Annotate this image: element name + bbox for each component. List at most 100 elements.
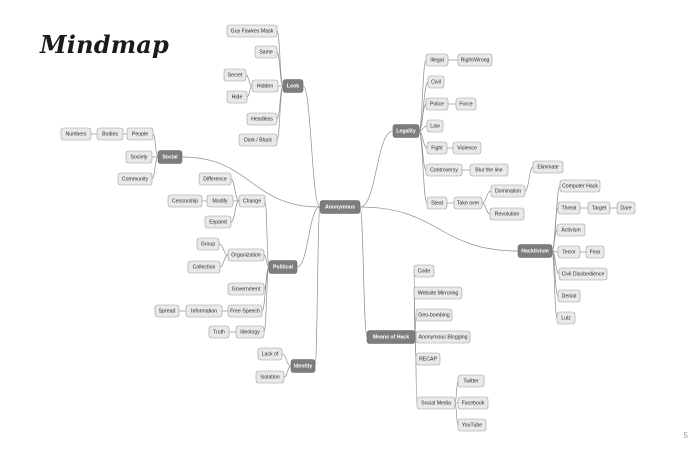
- node-fear[interactable]: Fear: [585, 245, 605, 259]
- node-code[interactable]: Code: [413, 264, 435, 278]
- node-bodies[interactable]: Bodies: [96, 127, 124, 141]
- node-law[interactable]: Law: [426, 119, 444, 133]
- node-box: [257, 347, 283, 361]
- node-label: Threat: [562, 205, 578, 211]
- node-identity[interactable]: Identity: [290, 359, 316, 373]
- node-controversy[interactable]: Controversy: [425, 163, 463, 177]
- node-police[interactable]: Police: [425, 97, 449, 111]
- node-community[interactable]: Community: [117, 172, 153, 186]
- node-blurline[interactable]: Blur the line: [469, 163, 509, 177]
- node-isolation[interactable]: Isolation: [255, 370, 285, 384]
- node-group[interactable]: Group: [196, 237, 220, 251]
- node-box: [556, 223, 586, 237]
- node-difference[interactable]: Difference: [198, 172, 232, 186]
- node-numbers[interactable]: Numbers: [60, 127, 92, 141]
- node-political[interactable]: Political: [268, 260, 298, 274]
- node-truth[interactable]: Truth: [208, 325, 230, 339]
- node-fight[interactable]: Fight: [426, 141, 448, 155]
- node-social[interactable]: Social: [157, 150, 183, 164]
- node-censorship[interactable]: Censorship: [167, 194, 203, 208]
- node-information[interactable]: Information: [185, 304, 223, 318]
- edge-means-socialmedia: [414, 336, 418, 404]
- node-domination[interactable]: Domination: [490, 184, 526, 198]
- node-eliminate[interactable]: Eliminate: [532, 160, 564, 174]
- node-illegal[interactable]: Illegal: [425, 53, 449, 67]
- node-label: Target: [592, 205, 607, 211]
- node-rightwrong[interactable]: Right/Wrong: [457, 53, 493, 67]
- node-civil[interactable]: Civil: [427, 75, 445, 89]
- node-label: Censorship: [172, 198, 198, 204]
- node-label: Legality: [396, 128, 416, 134]
- node-box: [457, 374, 485, 388]
- node-violence[interactable]: Violence: [452, 141, 482, 155]
- node-steal[interactable]: Steal: [426, 196, 448, 210]
- edge-look-guy: [276, 30, 284, 87]
- node-box: [426, 119, 444, 133]
- edge-means-mirroring: [413, 292, 416, 338]
- edge-political-freespeech: [261, 266, 270, 312]
- node-label: Steal: [431, 200, 443, 206]
- node-label: Organization: [231, 252, 261, 258]
- node-society[interactable]: Society: [125, 150, 153, 164]
- node-box: [416, 396, 456, 410]
- node-label: Isolation: [260, 374, 279, 380]
- node-collection[interactable]: Collection: [187, 260, 221, 274]
- node-denial[interactable]: Denial: [557, 289, 581, 303]
- node-box: [453, 196, 483, 210]
- node-lackof[interactable]: Lack of: [257, 347, 283, 361]
- node-secret[interactable]: Secret: [223, 68, 247, 82]
- node-ideology[interactable]: Ideology: [235, 325, 265, 339]
- node-box: [457, 53, 493, 67]
- node-socialmedia[interactable]: Social Media: [416, 396, 456, 410]
- node-people[interactable]: People: [126, 127, 154, 141]
- node-guy[interactable]: Guy Fawkes Mask: [226, 24, 278, 38]
- node-target[interactable]: Target: [587, 201, 611, 215]
- node-expand[interactable]: Expand: [204, 215, 232, 229]
- node-same[interactable]: Same: [254, 45, 278, 59]
- node-dare[interactable]: Dare: [616, 201, 636, 215]
- node-revolution[interactable]: Revolution: [489, 207, 525, 221]
- node-twitter[interactable]: Twitter: [457, 374, 485, 388]
- node-box: [167, 194, 203, 208]
- node-box: [187, 260, 221, 274]
- node-geobombing[interactable]: Geo-bombing: [415, 308, 453, 322]
- node-hide[interactable]: Hide: [226, 90, 248, 104]
- node-hidden[interactable]: Hidden: [251, 79, 279, 93]
- node-freespeech[interactable]: Free Speech: [227, 304, 263, 318]
- node-anon[interactable]: Anonymous: [319, 200, 361, 214]
- node-takeover[interactable]: Take over: [453, 196, 483, 210]
- node-darkblack[interactable]: Dark / Black: [238, 133, 278, 147]
- node-recap[interactable]: RECAP: [415, 352, 441, 366]
- node-label: Computer Hack: [562, 183, 598, 189]
- node-spread[interactable]: Spread: [154, 304, 180, 318]
- node-legality[interactable]: Legality: [392, 124, 420, 138]
- node-computerhack[interactable]: Computer Hack: [559, 179, 601, 193]
- node-organization[interactable]: Organization: [227, 248, 265, 262]
- edge-social-community: [151, 156, 159, 180]
- node-box: [226, 24, 278, 38]
- node-civildis[interactable]: Civil Disobedience: [558, 267, 608, 281]
- node-box: [227, 304, 263, 318]
- node-label: Anonymous Blogging: [418, 334, 467, 340]
- edge-legality-steal: [418, 130, 428, 204]
- node-look[interactable]: Look: [282, 79, 304, 93]
- node-label: Take over: [457, 200, 480, 206]
- node-label: Hide: [232, 94, 243, 100]
- node-force[interactable]: Force: [455, 97, 477, 111]
- node-mirroring[interactable]: Website Mirroring: [413, 286, 463, 300]
- node-facebook[interactable]: Facebook: [457, 396, 489, 410]
- node-government[interactable]: Government: [227, 282, 265, 296]
- node-change[interactable]: Change: [238, 194, 266, 208]
- node-activism[interactable]: Activism: [556, 223, 586, 237]
- node-lulz[interactable]: Lulz: [556, 311, 576, 325]
- node-box: [254, 45, 278, 59]
- node-modify[interactable]: Modify: [206, 194, 234, 208]
- node-hacktivism[interactable]: Hacktivism: [517, 244, 553, 258]
- node-terror[interactable]: Terror: [557, 245, 581, 259]
- node-youtube[interactable]: YouTube: [457, 418, 487, 432]
- node-means[interactable]: Means of Hack: [366, 330, 416, 344]
- node-threat[interactable]: Threat: [557, 201, 581, 215]
- node-blogging[interactable]: Anonymous Blogging: [415, 330, 471, 344]
- node-headless[interactable]: Headless: [246, 112, 278, 126]
